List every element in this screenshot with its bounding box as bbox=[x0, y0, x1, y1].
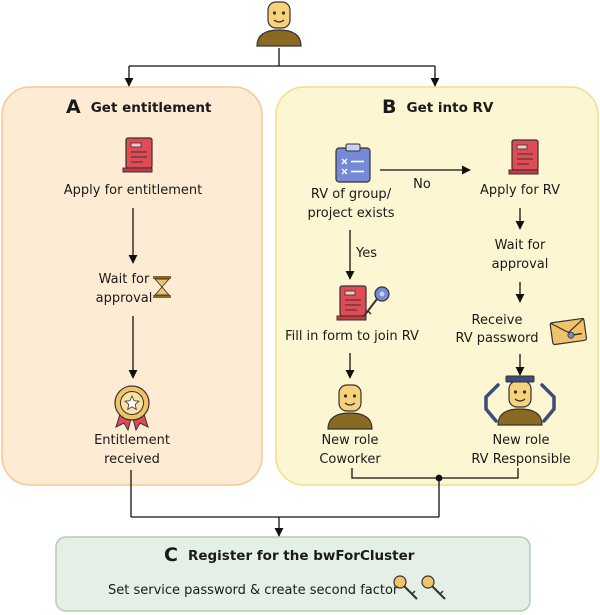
award-badge-icon bbox=[114, 385, 150, 432]
panel-c-header: C Register for the bwForCluster bbox=[164, 544, 414, 566]
coworker-line-1: New role bbox=[321, 433, 379, 448]
coworker-line-2: Coworker bbox=[319, 452, 381, 467]
responsible-line-2: RV Responsible bbox=[471, 452, 571, 467]
envelope-key-icon bbox=[549, 317, 588, 346]
panel-a-header: A Get entitlement bbox=[66, 96, 211, 118]
wait-approval-b-line-1: Wait for bbox=[494, 238, 546, 253]
panel-c-title: Register for the bwForCluster bbox=[187, 548, 415, 564]
panel-c-subtitle: Set service password & create second fac… bbox=[108, 583, 399, 598]
receive-password-line-2: RV password bbox=[455, 331, 539, 346]
apply-entitlement-label: Apply for entitlement bbox=[63, 183, 203, 198]
keys-icon bbox=[393, 575, 446, 600]
panel-a-letter: A bbox=[66, 96, 81, 118]
panel-b bbox=[275, 86, 599, 486]
panel-a-title: Get entitlement bbox=[90, 100, 212, 116]
panel-c-letter: C bbox=[164, 544, 178, 566]
person-with-hat-icon bbox=[484, 375, 556, 426]
wait-approval-a-line-1: Wait for bbox=[98, 272, 150, 287]
wait-approval-b-line-2: approval bbox=[491, 257, 549, 272]
person-icon bbox=[256, 1, 302, 47]
document-icon bbox=[508, 139, 539, 175]
fill-form-label: Fill in form to join RV bbox=[285, 329, 419, 344]
checklist-clipboard-icon bbox=[335, 143, 371, 183]
receive-password-line-1: Receive bbox=[471, 313, 523, 328]
wait-approval-a-line-2: approval bbox=[95, 291, 153, 306]
yes-branch-label: Yes bbox=[356, 246, 377, 261]
hourglass-icon bbox=[153, 276, 171, 298]
panel-a bbox=[1, 86, 263, 486]
apply-rv-label: Apply for RV bbox=[479, 183, 561, 198]
panel-b-letter: B bbox=[382, 96, 397, 118]
rv-exists-line-2: project exists bbox=[307, 206, 395, 221]
document-icon bbox=[122, 137, 153, 173]
document-with-key-icon bbox=[336, 285, 390, 321]
no-branch-label: No bbox=[413, 177, 431, 192]
panel-b-header: B Get into RV bbox=[382, 96, 493, 118]
entitlement-received-line-1: Entitlement bbox=[94, 433, 170, 448]
panel-b-title: Get into RV bbox=[406, 100, 494, 116]
rv-exists-line-1: RV of group/ bbox=[310, 187, 392, 202]
responsible-line-1: New role bbox=[492, 433, 550, 448]
entitlement-received-line-2: received bbox=[104, 452, 160, 467]
